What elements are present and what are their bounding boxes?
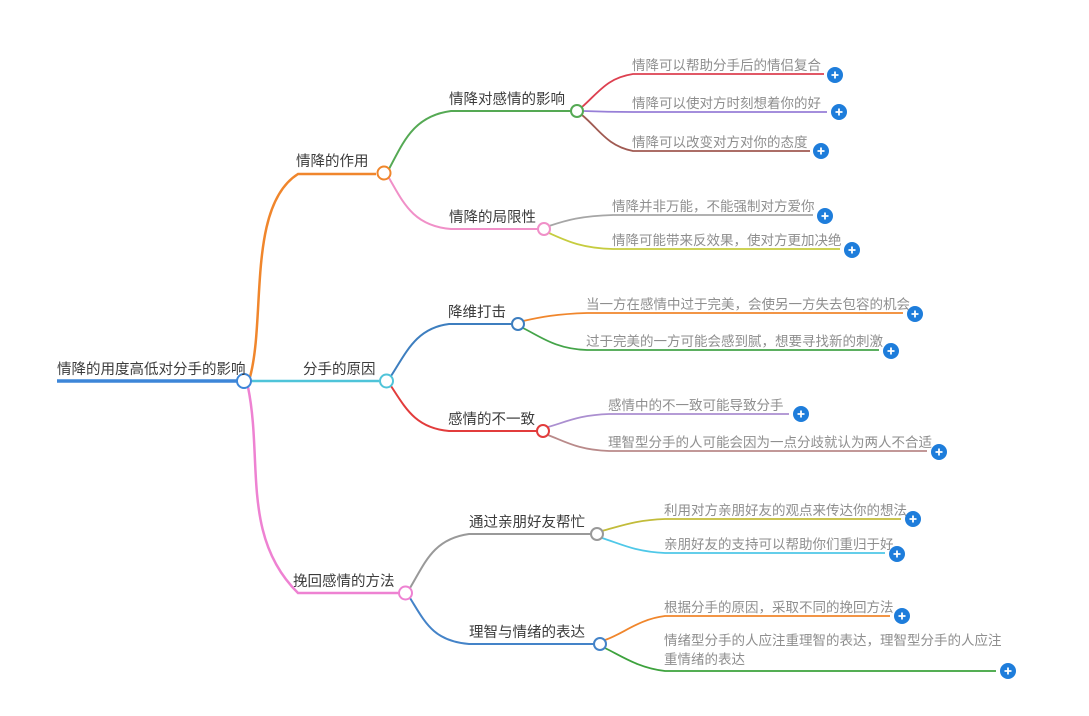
add-child-button[interactable] [905,511,921,527]
add-child-button[interactable] [907,306,923,322]
plus-icon [797,410,805,418]
edge-child-qinpeng-bangmang [409,533,591,589]
add-child-button[interactable] [844,242,860,258]
plus-icon [887,347,895,355]
edge-child-ganqing-yingxiang [388,110,571,170]
edge-branch-qingjiang-zuoyong [248,172,376,378]
child-connector-ganqing-yingxiang[interactable] [570,104,584,118]
edge-leaf-fenqi-buheshi [547,434,927,452]
plus-icon [935,448,943,456]
leaf-label[interactable]: 情降可以帮助分手后的情侣复合 [632,58,821,73]
plus-icon [911,310,919,318]
edge-leaf-fanxiaoguo [548,232,840,250]
edge-leaf-feiwannneng [548,214,813,227]
edge-leaf-caiqu-fangfa [604,615,890,641]
edge-child-jiangwei-daji [390,323,512,377]
edge-leaf-gandaoni-ciji [522,327,879,351]
add-child-button[interactable] [813,143,829,159]
leaf-label[interactable]: 情降并非万能，不能强制对方爱你 [612,199,815,214]
child-connector-lizhi-qingxu[interactable] [593,637,607,651]
leaf-label[interactable]: 过于完美的一方可能会感到腻，想要寻找新的刺激 [586,334,883,349]
leaf-label[interactable]: 理智型分手的人可能会因为一点分歧就认为两人不合适 [608,435,932,450]
branch-label-fenshou-yuanyin[interactable]: 分手的原因 [303,362,376,378]
child-label-ganqing-buyizhi[interactable]: 感情的不一致 [448,412,535,428]
leaf-label[interactable]: 感情中的不一致可能导致分手 [608,398,784,413]
child-label-ganqing-yingxiang[interactable]: 情降对感情的影响 [449,92,565,108]
edge-child-ganqing-buyizhi [390,385,537,432]
plus-icon [1004,667,1012,675]
branch-label-qingjiang-zuoyong[interactable]: 情降的作用 [296,154,369,170]
add-child-button[interactable] [931,444,947,460]
add-child-button[interactable] [883,343,899,359]
child-connector-juxianxing[interactable] [537,222,551,236]
add-child-button[interactable] [817,208,833,224]
leaf-label[interactable]: 情降可以改变对方对你的态度 [632,135,808,150]
plus-icon [848,246,856,254]
child-label-qinpeng-bangmang[interactable]: 通过亲朋好友帮忙 [469,515,585,531]
branch-connector-fenshou-yuanyin[interactable] [379,373,394,389]
leaf-label[interactable]: 根据分手的原因，采取不同的挽回方法 [664,600,894,615]
leaf-label[interactable]: 亲朋好友的支持可以帮助你们重归于好 [664,537,894,552]
add-child-button[interactable] [827,67,843,83]
edge-leaf-buyizhi-fenshou [547,413,789,428]
edge-leaf-guandian-chuanda [601,518,901,532]
leaf-label[interactable]: 情绪型分手的人应注重理智的表达，理智型分手的人应注重情绪的表达 [664,633,1002,667]
edge-leaf-fuhe [581,73,824,108]
add-child-button[interactable] [793,406,809,422]
edge-leaf-xiangzhe-nidehao [582,110,827,113]
add-child-button[interactable] [831,104,847,120]
leaf-label[interactable]: 情降可以使对方时刻想着你的好 [632,96,821,111]
child-label-jiangwei-daji[interactable]: 降维打击 [448,305,506,321]
branch-connector-wanhui-fangfa[interactable] [398,585,413,601]
plus-icon [898,612,906,620]
plus-icon [831,71,839,79]
edge-leaf-zhichi-chonggui [601,537,885,554]
edge-child-juxianxing [388,177,538,230]
edge-child-lizhi-qingxu [409,597,594,645]
plus-icon [821,212,829,220]
child-label-lizhi-qingxu[interactable]: 理智与情绪的表达 [469,625,585,641]
branch-connector-qingjiang-zuoyong[interactable] [376,165,392,181]
child-connector-ganqing-buyizhi[interactable] [536,424,550,438]
edge-leaf-guoyuwanmei-baorong [522,312,903,322]
add-child-button[interactable] [889,546,905,562]
add-child-button[interactable] [894,608,910,624]
edge-branch-wanhui-fangfa [246,386,398,595]
leaf-label[interactable]: 利用对方亲朋好友的观点来传达你的想法 [664,503,907,518]
add-child-button[interactable] [1000,663,1016,679]
edge-leaf-gaibian-taidu [581,114,810,152]
root-node-connector[interactable] [236,373,252,389]
plus-icon [817,147,825,155]
root-node-label[interactable]: 情降的用度高低对分手的影响 [57,362,246,378]
child-connector-jiangwei-daji[interactable] [511,317,525,331]
plus-icon [835,108,843,116]
child-connector-qinpeng-bangmang[interactable] [590,527,604,541]
child-label-juxianxing[interactable]: 情降的局限性 [449,210,536,226]
leaf-label[interactable]: 当一方在感情中过于完美，会使另一方失去包容的机会 [586,297,910,312]
plus-icon [893,550,901,558]
leaf-label[interactable]: 情降可能带来反效果，使对方更加决绝 [612,233,842,248]
plus-icon [909,515,917,523]
edge-leaf-zhuzhong-biaoda [604,647,996,672]
branch-label-wanhui-fangfa[interactable]: 挽回感情的方法 [293,574,395,590]
